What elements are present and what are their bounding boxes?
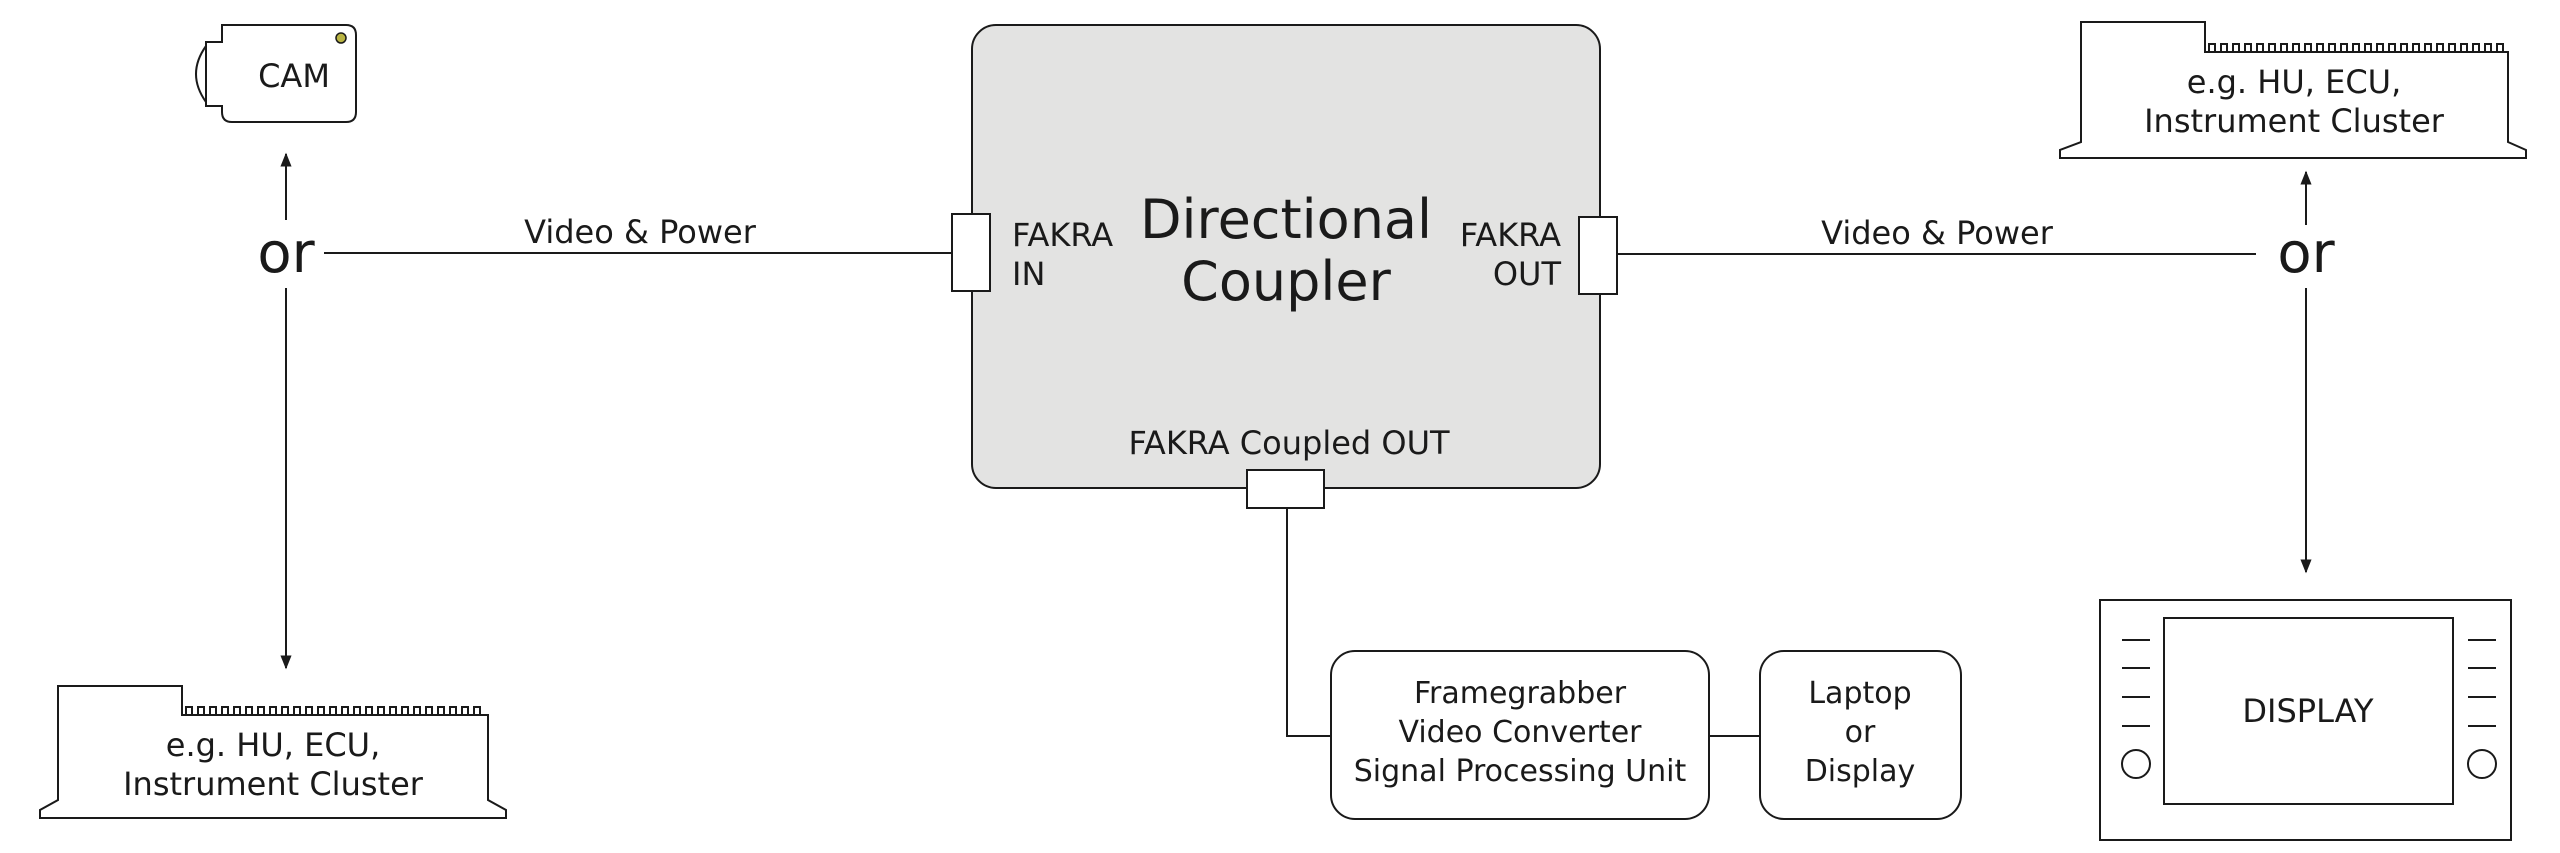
display-screen: [2163, 617, 2454, 805]
processing-label-line2: Video Converter: [1398, 715, 1642, 750]
laptop-label-line1: Laptop: [1808, 676, 1911, 711]
processing-label-line3: Signal Processing Unit: [1354, 754, 1687, 789]
right-ecu-unit: e.g. HU, ECU, Instrument Cluster: [2059, 21, 2527, 159]
camera-icon: CAM: [195, 24, 357, 123]
laptop-label-line3: Display: [1805, 754, 1916, 789]
laptop-box: [1759, 650, 1962, 820]
display-label: DISPLAY: [2242, 692, 2374, 730]
camera-led-icon: [335, 32, 347, 44]
fakra-coupled-out-port: [1246, 469, 1325, 509]
processing-chain: Framegrabber Video Converter Signal Proc…: [1286, 508, 1962, 820]
right-or-label: or: [2277, 221, 2335, 286]
left-ecu-unit: e.g. HU, ECU, Instrument Cluster: [39, 685, 507, 819]
camera-label: CAM: [258, 57, 330, 95]
left-ecu-label-line1: e.g. HU, ECU,: [166, 726, 381, 764]
fakra-out-port: [1578, 216, 1618, 295]
display-right-buttons-icon: [2467, 639, 2497, 779]
left-video-power-label: Video & Power: [524, 213, 757, 251]
directional-coupler: Directional Coupler FAKRA IN FAKRA OUT F…: [951, 24, 1618, 509]
left-ecu-label-line2: Instrument Cluster: [123, 765, 424, 803]
right-video-power-label: Video & Power: [1821, 214, 2054, 252]
fakra-out-label-line1: FAKRA: [1460, 216, 1561, 254]
fakra-in-label-line2: IN: [1012, 255, 1045, 293]
display-left-buttons-icon: [2121, 639, 2151, 779]
left-or-label: or: [257, 221, 315, 286]
coupled-out-line: [1286, 508, 1331, 737]
right-ecu-label-line1: e.g. HU, ECU,: [2187, 63, 2402, 101]
processing-label-line1: Framegrabber: [1414, 676, 1627, 711]
laptop-label-line2: or: [1845, 715, 1876, 750]
left-side: Video & Power or CAM e.g. HU, ECU, Instr…: [39, 24, 952, 819]
fakra-in-label-line1: FAKRA: [1012, 216, 1113, 254]
coupler-title-line2: Coupler: [1181, 250, 1391, 313]
fakra-coupled-out-label: FAKRA Coupled OUT: [1128, 424, 1450, 462]
right-ecu-label-line2: Instrument Cluster: [2144, 102, 2445, 140]
fakra-in-port: [951, 213, 991, 292]
right-side: Video & Power or e.g. HU, ECU, Instrumen…: [1617, 21, 2527, 841]
fakra-out-label-line2: OUT: [1493, 255, 1562, 293]
display-device: DISPLAY: [2099, 599, 2512, 841]
coupler-title-line1: Directional: [1140, 188, 1432, 251]
